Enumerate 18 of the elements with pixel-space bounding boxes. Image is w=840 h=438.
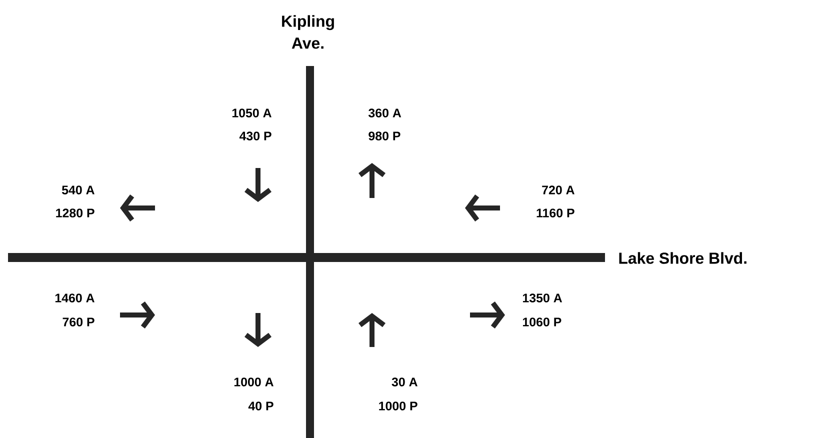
volume-label: 1280 P bbox=[56, 208, 94, 218]
volume-label: 1000 A bbox=[234, 378, 274, 386]
volume-label: 1000 P bbox=[379, 402, 418, 410]
volume-label: 1460 A bbox=[55, 294, 94, 302]
volume-label: 720 A bbox=[542, 186, 574, 194]
volume-label: 540 A bbox=[62, 186, 94, 194]
volume-label: 980 P bbox=[368, 132, 400, 140]
volume-label: 430 P bbox=[239, 132, 272, 140]
volume-label: 360 A bbox=[368, 108, 402, 118]
volume-label: 40 P bbox=[248, 402, 274, 410]
volume-label: 1350 A bbox=[522, 294, 562, 302]
street-name: Lake Shore Blvd. bbox=[619, 252, 746, 264]
volume-label: 1060 P bbox=[522, 318, 562, 326]
volume-label: 760 P bbox=[62, 318, 94, 326]
volume-label: 30 A bbox=[392, 378, 418, 386]
volume-label: 1160 P bbox=[536, 208, 574, 218]
volume-label: 1050 A bbox=[232, 108, 272, 118]
street-name: Kipling Ave. bbox=[282, 15, 334, 49]
